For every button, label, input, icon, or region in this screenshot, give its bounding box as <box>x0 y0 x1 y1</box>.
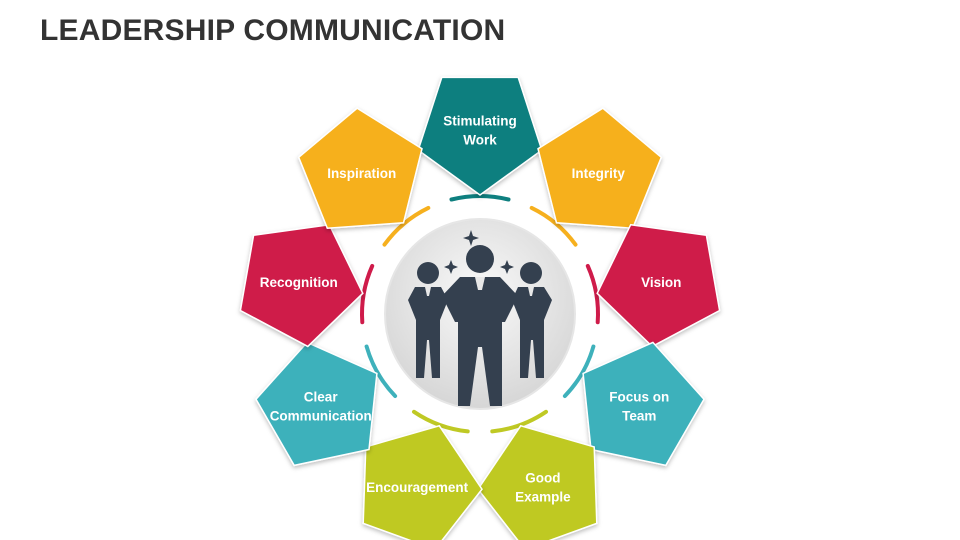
segment-label: Recognition <box>260 275 338 290</box>
page-title: LEADERSHIP COMMUNICATION <box>40 14 506 47</box>
segment-pentagon <box>417 76 543 196</box>
segment-encouragement: Encouragement <box>362 424 483 540</box>
segment-label: Stimulating <box>443 114 517 129</box>
segment-inspiration: Inspiration <box>297 107 423 229</box>
segment-pentagon <box>477 424 598 540</box>
ring-arc-stimulating-work <box>449 194 511 202</box>
segment-pentagon <box>582 341 705 467</box>
ring-arc-recognition <box>360 264 375 325</box>
business-team-icon <box>408 230 552 406</box>
segment-label: Clear <box>304 390 339 405</box>
segment-label: Work <box>463 133 497 148</box>
ring-arc-vision <box>585 264 600 325</box>
ring-arc-clear-communication <box>364 344 398 398</box>
segment-label: Encouragement <box>366 480 469 495</box>
segment-label: Inspiration <box>327 166 396 181</box>
segment-pentagon <box>362 424 483 540</box>
ring-arc-inspiration <box>382 205 431 247</box>
segment-pentagon <box>255 341 378 467</box>
segment-pentagon <box>239 223 364 348</box>
segment-label: Good <box>525 470 560 485</box>
suit-details <box>425 277 534 296</box>
ring-arc-focus-on-team <box>562 344 596 398</box>
segment-label: Example <box>515 489 571 504</box>
segment-integrity: Integrity <box>537 107 663 229</box>
segment-recognition: Recognition <box>239 223 364 348</box>
segment-pentagon <box>537 107 663 229</box>
segment-label: Vision <box>641 275 681 290</box>
segment-pentagon <box>297 107 423 229</box>
segment-label: Communication <box>270 409 372 424</box>
segment-vision: Vision <box>596 223 721 348</box>
segment-focus-on-team: Focus on Team <box>582 341 705 467</box>
segment-pentagon <box>596 223 721 348</box>
segment-label: Focus on <box>609 390 669 405</box>
ring-arc-integrity <box>529 205 578 247</box>
ring-arc-encouragement <box>412 409 470 434</box>
segment-label: Team <box>622 409 656 424</box>
ring-arc-good-example <box>490 409 548 434</box>
segment-label: Integrity <box>572 166 626 181</box>
ring-arcs <box>360 194 600 434</box>
